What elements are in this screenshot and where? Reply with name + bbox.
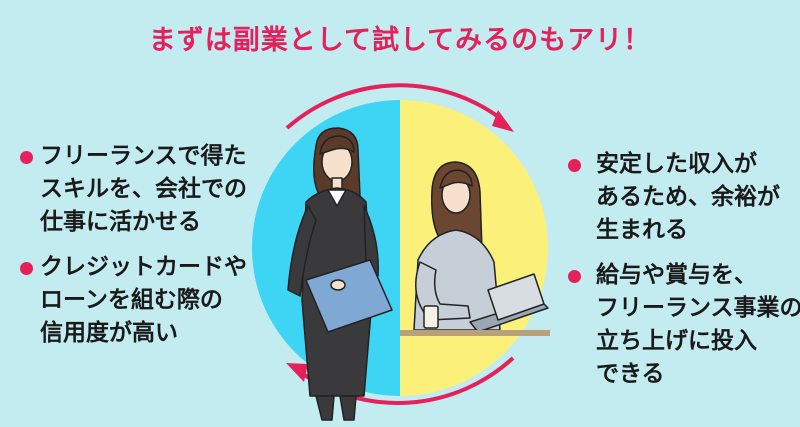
businesswoman-illustration — [287, 127, 393, 421]
left-point-2: クレジットカードや ローンを組む際の 信用度が高い — [18, 251, 268, 350]
bullet-dot-icon — [20, 151, 33, 164]
bullet-dot-icon — [568, 270, 581, 283]
right-point-1-line: 安定した収入が — [596, 151, 757, 177]
right-point-1: 安定した収入が あるため、余裕が 生まれる — [566, 148, 796, 247]
right-point-2-line: できる — [596, 361, 665, 387]
right-bullet-list: 安定した収入が あるため、余裕が 生まれる 給与や賞与を、 フリーランス事業の … — [566, 148, 800, 391]
bullet-dot-icon — [568, 159, 581, 172]
left-point-1-line: 仕事に活かせる — [40, 209, 201, 235]
left-point-1-line: スキルを、会社での — [40, 176, 247, 202]
bullet-dot-icon — [20, 262, 33, 275]
arrow-arc-top — [285, 83, 502, 130]
left-point-2-line: 信用度が高い — [40, 320, 178, 346]
left-point-1-line: フリーランスで得た — [40, 143, 247, 169]
left-point-2-line: クレジットカードや — [40, 254, 247, 280]
right-point-2: 給与や賞与を、 フリーランス事業の 立ち上げに投入 できる — [566, 259, 800, 391]
left-bullet-list: フリーランスで得た スキルを、会社での 仕事に活かせる クレジットカードや ロー… — [18, 140, 268, 350]
right-point-2-line: 給与や賞与を、 — [596, 262, 757, 288]
right-point-2-line: 立ち上げに投入 — [596, 328, 757, 354]
page-title: まずは副業として試してみるのもアリ！ — [148, 25, 652, 56]
right-point-1-line: 生まれる — [596, 217, 688, 243]
arrow-head-left-icon — [286, 363, 308, 382]
right-point-1-line: あるため、余裕が — [596, 184, 780, 210]
left-point-1: フリーランスで得た スキルを、会社での 仕事に活かせる — [18, 140, 268, 239]
arrow-head-right-icon — [492, 110, 514, 132]
laptop-worker-illustration — [400, 161, 550, 336]
left-point-2-line: ローンを組む際の — [40, 287, 223, 313]
right-point-2-line: フリーランス事業の — [596, 295, 800, 321]
